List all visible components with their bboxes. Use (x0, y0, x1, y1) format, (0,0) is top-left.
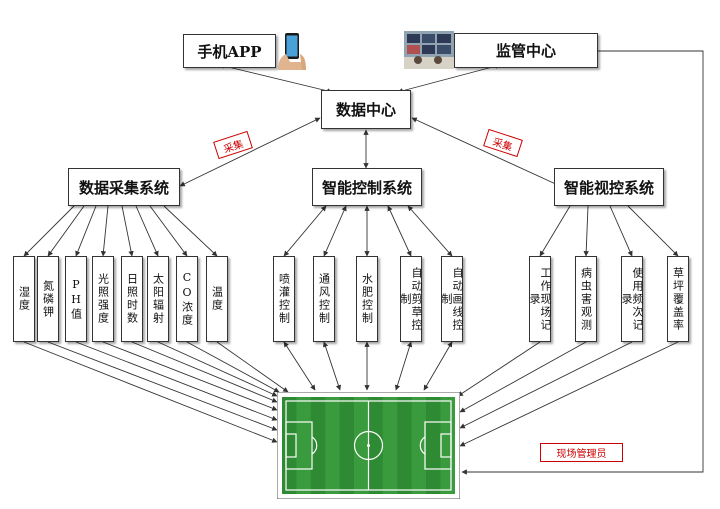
data-collection-system-box: 数据采集系统 (68, 168, 180, 206)
vision-site-record-box: 工作现场记录 (528, 256, 552, 342)
vision-turf-coverage-label: 草坪覆盖率 (671, 266, 685, 332)
site-manager-label: 现场管理员 (556, 449, 607, 460)
monitor-center-label: 监管中心 (495, 42, 556, 60)
data-center-box: 数据中心 (321, 90, 411, 129)
vision-usage-frequency-box: 使用频次记录 (620, 256, 644, 342)
vision-turf-coverage-box: 草坪覆盖率 (667, 256, 689, 342)
data-center-label: 数据中心 (335, 101, 396, 119)
sensor-ph-label: PH值 (69, 277, 83, 321)
control-auto-mowing-label: 自动剪草控制 (399, 266, 423, 332)
control-auto-line-marking-label: 自动画线控制 (440, 266, 464, 332)
sensor-co-concentration-box: CO浓度 (176, 256, 198, 342)
vision-pest-observation-label: 病虫害观测 (579, 266, 593, 332)
control-sprinkler-label: 喷灌控制 (277, 273, 291, 325)
phone-icon (278, 33, 306, 70)
site-manager-box: 现场管理员 (540, 443, 623, 462)
sensor-light-intensity-box: 光照强度 (92, 256, 114, 342)
sensor-light-intensity-label: 光照强度 (96, 273, 110, 325)
sensor-co-concentration-label: CO浓度 (180, 271, 194, 327)
control-fertigation-label: 水肥控制 (360, 273, 374, 325)
sensor-humidity-label: 湿度 (17, 286, 31, 312)
smart-vision-system-box: 智能视控系统 (554, 168, 664, 206)
sensor-ph-box: PH值 (65, 256, 87, 342)
mobile-app-label: 手机APP (197, 42, 262, 61)
sensor-temperature-box: 温度 (206, 256, 228, 342)
smart-vision-system-label: 智能视控系统 (563, 178, 654, 197)
monitoring-room-icon (404, 31, 454, 69)
sensor-npk-box: 氮磷钾 (37, 256, 59, 342)
monitor-center-box: 监管中心 (454, 33, 598, 68)
sensor-sunshine-hours-label: 日照时数 (125, 273, 139, 325)
sensor-solar-radiation-label: 太阳辐射 (151, 273, 165, 325)
control-fertigation-box: 水肥控制 (356, 256, 378, 342)
sensor-npk-label: 氮磷钾 (41, 279, 55, 319)
control-auto-line-marking-box: 自动画线控制 (440, 256, 464, 342)
smart-control-system-label: 智能控制系统 (321, 178, 412, 197)
sensor-temperature-label: 温度 (210, 286, 224, 312)
smart-control-system-box: 智能控制系统 (312, 168, 422, 206)
data-collection-system-label: 数据采集系统 (78, 178, 169, 197)
control-ventilation-box: 通风控制 (313, 256, 335, 342)
control-ventilation-label: 通风控制 (317, 273, 331, 325)
football-field-image (277, 392, 460, 499)
vision-usage-frequency-label: 使用频次记录 (620, 266, 644, 332)
mobile-app-box: 手机APP (183, 34, 276, 68)
sensor-solar-radiation-box: 太阳辐射 (147, 256, 169, 342)
control-auto-mowing-box: 自动剪草控制 (399, 256, 423, 342)
vision-pest-observation-box: 病虫害观测 (575, 256, 597, 342)
sensor-humidity-box: 湿度 (13, 256, 35, 342)
sensor-sunshine-hours-box: 日照时数 (121, 256, 143, 342)
vision-site-record-label: 工作现场记录 (528, 266, 552, 332)
control-sprinkler-box: 喷灌控制 (273, 256, 295, 342)
